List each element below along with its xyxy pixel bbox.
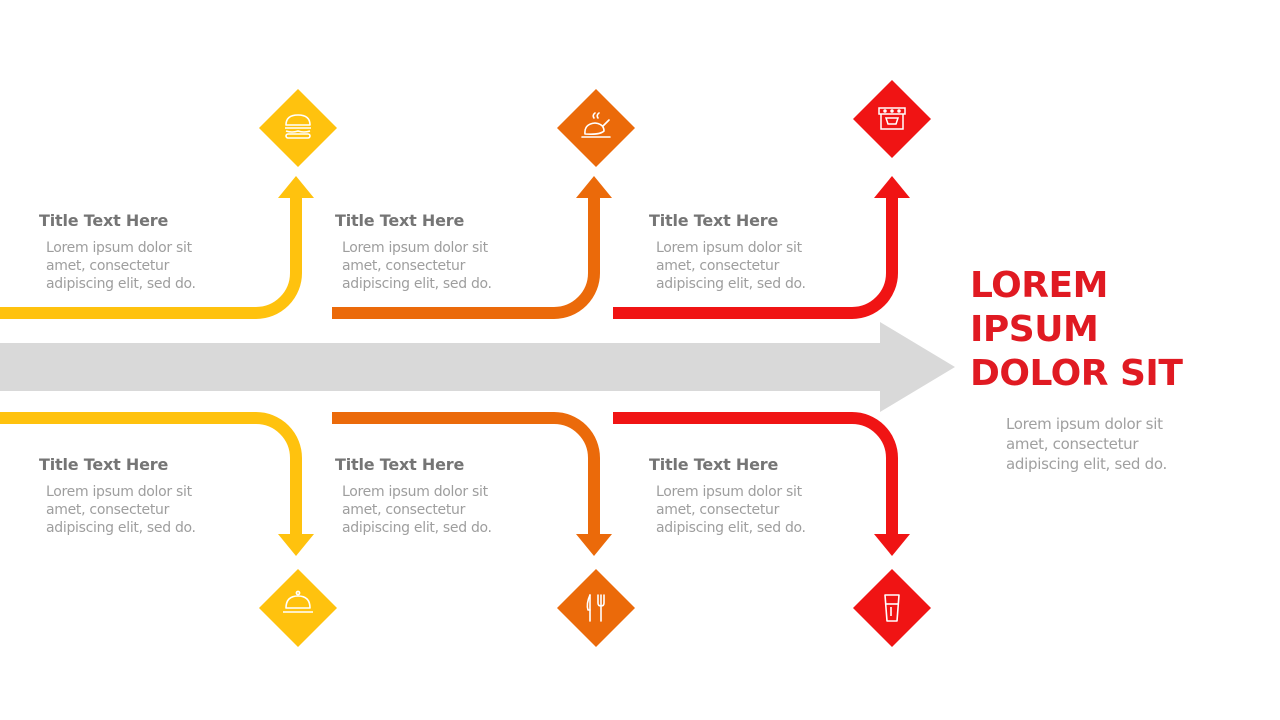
knife-fork-icon xyxy=(586,594,605,622)
block-title: Title Text Here xyxy=(335,455,465,474)
block-title: Title Text Here xyxy=(649,455,779,474)
arrowhead-top-orange xyxy=(576,176,612,198)
block-text-line: amet, consectetur xyxy=(656,258,780,274)
block-text-line: adipiscing elit, sed do. xyxy=(46,276,196,292)
headline-description: Lorem ipsum dolor sit amet, consectetur … xyxy=(1006,415,1167,473)
block-text-line: adipiscing elit, sed do. xyxy=(342,520,492,536)
drink-glass-icon xyxy=(884,594,900,622)
block-text: Lorem ipsum dolor sit amet, consectetur … xyxy=(656,483,836,537)
restaurant-icon xyxy=(878,107,906,130)
main-headline: LOREM IPSUM DOLOR SIT xyxy=(970,264,1183,396)
block-title: Title Text Here xyxy=(335,211,465,230)
arrowhead-bottom-red xyxy=(874,534,910,556)
block-text-line: Lorem ipsum dolor sit xyxy=(46,484,192,500)
block-title: Title Text Here xyxy=(39,211,169,230)
connector-bottom-yellow xyxy=(0,412,302,536)
arrowhead-bottom-yellow xyxy=(278,534,314,556)
block-text-line: adipiscing elit, sed do. xyxy=(656,520,806,536)
arrowhead-bottom-orange xyxy=(576,534,612,556)
block-text-line: Lorem ipsum dolor sit xyxy=(342,484,488,500)
cloche-icon xyxy=(283,590,313,613)
connector-bottom-red xyxy=(613,412,898,536)
block-text-line: adipiscing elit, sed do. xyxy=(342,276,492,292)
diamond-top-yellow xyxy=(259,89,337,167)
burger-icon xyxy=(285,114,311,139)
block-text: Lorem ipsum dolor sit amet, consectetur … xyxy=(342,239,522,293)
text-block-bottom-3: Title Text Here Lorem ipsum dolor sit am… xyxy=(649,455,836,537)
main-arrow xyxy=(0,322,955,412)
roast-chicken-icon xyxy=(581,112,611,138)
block-text-line: Lorem ipsum dolor sit xyxy=(656,484,802,500)
block-text: Lorem ipsum dolor sit amet, consectetur … xyxy=(656,239,836,293)
headline-line: DOLOR SIT xyxy=(970,353,1183,394)
block-text-line: amet, consectetur xyxy=(342,258,466,274)
text-block-bottom-2: Title Text Here Lorem ipsum dolor sit am… xyxy=(335,455,522,537)
text-block-top-3: Title Text Here Lorem ipsum dolor sit am… xyxy=(649,211,836,293)
block-text-line: amet, consectetur xyxy=(46,502,170,518)
block-text-line: Lorem ipsum dolor sit xyxy=(342,240,488,256)
text-block-top-2: Title Text Here Lorem ipsum dolor sit am… xyxy=(335,211,522,293)
text-block-top-1: Title Text Here Lorem ipsum dolor sit am… xyxy=(39,211,226,293)
block-title: Title Text Here xyxy=(649,211,779,230)
block-text-line: Lorem ipsum dolor sit xyxy=(656,240,802,256)
arrowhead-top-yellow xyxy=(278,176,314,198)
block-text-line: adipiscing elit, sed do. xyxy=(656,276,806,292)
block-title: Title Text Here xyxy=(39,455,169,474)
block-text-line: amet, consectetur xyxy=(46,258,170,274)
connector-top-red xyxy=(613,196,898,319)
text-block-bottom-1: Title Text Here Lorem ipsum dolor sit am… xyxy=(39,455,226,537)
diamond-top-orange xyxy=(557,89,635,167)
block-text-line: amet, consectetur xyxy=(656,502,780,518)
connector-bottom-orange xyxy=(332,412,600,536)
arrowhead-top-red xyxy=(874,176,910,198)
diamond-top-red xyxy=(853,80,931,158)
connector-top-orange xyxy=(332,196,600,319)
headline-line: LOREM xyxy=(970,265,1108,306)
diamond-bottom-orange xyxy=(557,569,635,647)
block-text: Lorem ipsum dolor sit amet, consectetur … xyxy=(46,239,226,293)
block-text-line: Lorem ipsum dolor sit xyxy=(46,240,192,256)
block-text-line: amet, consectetur xyxy=(342,502,466,518)
connector-top-yellow xyxy=(0,196,302,319)
diamond-bottom-yellow xyxy=(259,569,337,647)
block-text: Lorem ipsum dolor sit amet, consectetur … xyxy=(46,483,226,537)
headline-line: IPSUM xyxy=(970,309,1099,350)
block-text-line: adipiscing elit, sed do. xyxy=(46,520,196,536)
block-text: Lorem ipsum dolor sit amet, consectetur … xyxy=(342,483,522,537)
diamond-bottom-red xyxy=(853,569,931,647)
